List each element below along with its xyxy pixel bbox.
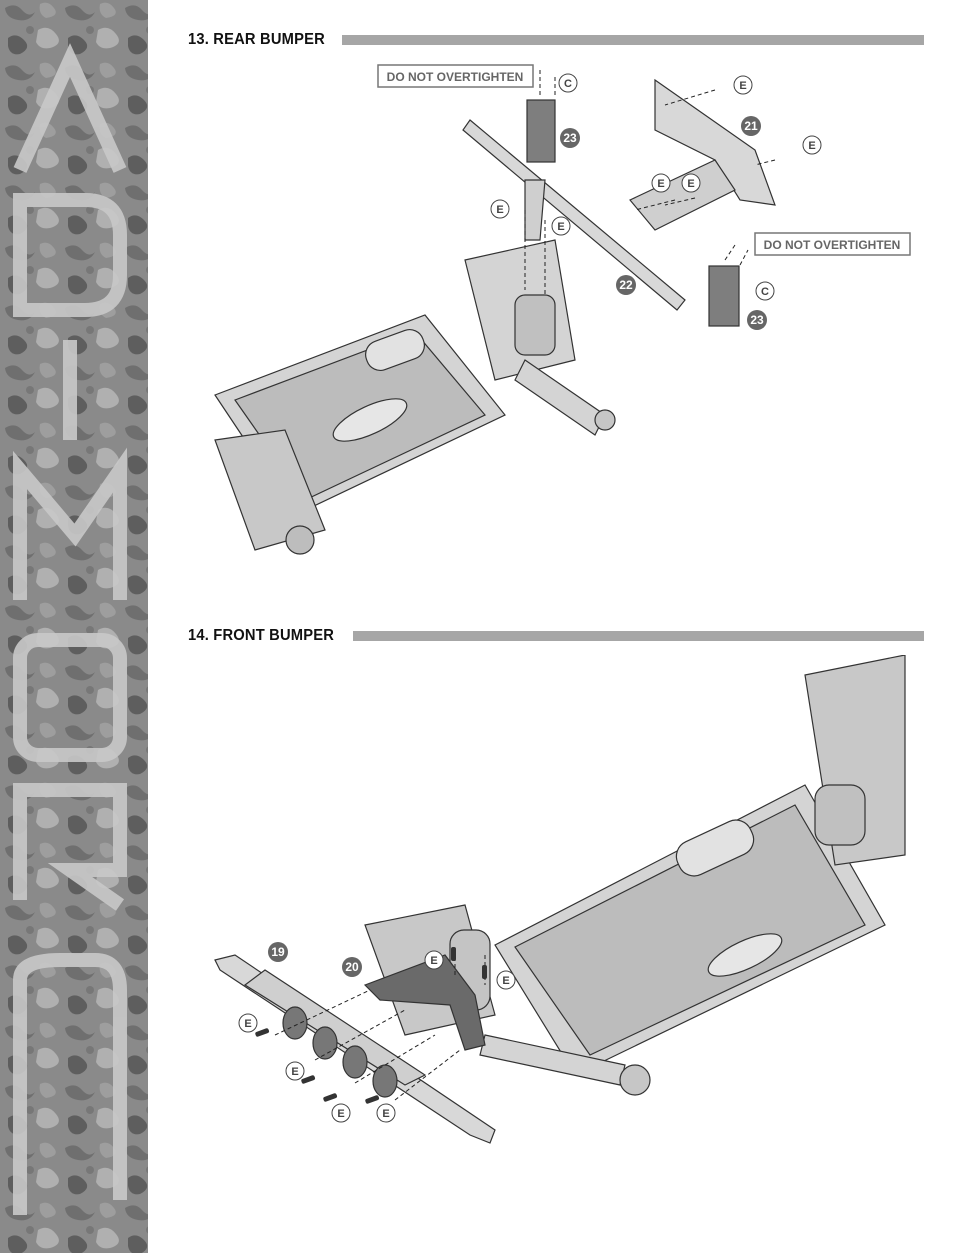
svg-text:E: E xyxy=(337,1108,344,1120)
hardware-badge-e-2: E xyxy=(802,135,822,155)
part-badge-20: 20 xyxy=(342,957,362,977)
svg-text:23: 23 xyxy=(750,313,764,327)
hardware-badge-e-4: E xyxy=(681,173,701,193)
part-badge-21: 21 xyxy=(741,116,761,136)
part-badge-22: 22 xyxy=(616,275,636,295)
svg-text:C: C xyxy=(564,78,572,90)
note-callout-upper: DO NOT OVERTIGHTEN xyxy=(377,64,534,88)
step-13-rule xyxy=(342,35,924,45)
hardware-badge-e-6: E xyxy=(551,216,571,236)
hardware-badge-e-3: E xyxy=(651,173,671,193)
svg-text:19: 19 xyxy=(271,945,285,959)
step-13-heading: 13. REAR BUMPER xyxy=(188,30,924,50)
svg-text:E: E xyxy=(687,178,694,190)
svg-text:C: C xyxy=(761,286,769,298)
part-badge-23-upper: 23 xyxy=(560,128,580,148)
hardware-badge-e-3: E xyxy=(238,1013,258,1033)
svg-text:E: E xyxy=(739,80,746,92)
step-14-title: 14. FRONT BUMPER xyxy=(188,627,335,644)
front-bumper-diagram: 19 20 E E E E E E xyxy=(214,655,906,1144)
svg-text:DO NOT OVERTIGHTEN: DO NOT OVERTIGHTEN xyxy=(764,238,901,252)
brand-sidebar xyxy=(0,0,148,1253)
hardware-badge-e-4: E xyxy=(285,1061,305,1081)
svg-text:23: 23 xyxy=(563,131,577,145)
svg-text:20: 20 xyxy=(345,960,359,974)
svg-text:E: E xyxy=(557,221,564,233)
svg-text:E: E xyxy=(382,1108,389,1120)
bumper-mount-part-20 xyxy=(363,954,486,1051)
step-14-heading: 14. FRONT BUMPER xyxy=(188,626,924,646)
svg-text:21: 21 xyxy=(744,119,758,133)
rear-bumper-part-21 xyxy=(654,78,776,206)
rear-bar-part-22 xyxy=(462,119,686,311)
svg-text:E: E xyxy=(502,975,509,987)
mud-guard-lower xyxy=(708,265,740,327)
step-13-title: 13. REAR BUMPER xyxy=(188,31,325,48)
rear-bumper-diagram: DO NOT OVERTIGHTEN DO NOT OVERTIGHTEN 21… xyxy=(214,64,911,555)
hardware-badge-c-upper: C xyxy=(558,73,578,93)
hardware-badge-e-1: E xyxy=(733,75,753,95)
svg-text:E: E xyxy=(244,1018,251,1030)
svg-text:E: E xyxy=(808,140,815,152)
svg-text:22: 22 xyxy=(619,278,633,292)
part-badge-23-lower: 23 xyxy=(747,310,767,330)
svg-text:E: E xyxy=(496,204,503,216)
svg-text:E: E xyxy=(657,178,664,190)
hardware-badge-e-5: E xyxy=(331,1103,351,1123)
hardware-badge-e-5: E xyxy=(490,199,510,219)
svg-text:E: E xyxy=(291,1066,298,1078)
svg-text:E: E xyxy=(430,955,437,967)
hardware-badge-c-lower: C xyxy=(755,281,775,301)
hardware-badge-e-1: E xyxy=(424,950,444,970)
hardware-badge-e-6: E xyxy=(376,1103,396,1123)
note-callout-lower: DO NOT OVERTIGHTEN xyxy=(754,232,911,256)
mud-guard-upper xyxy=(526,99,556,163)
svg-text:DO NOT OVERTIGHTEN: DO NOT OVERTIGHTEN xyxy=(387,70,524,84)
camo-pattern xyxy=(0,0,148,1253)
step-14-rule xyxy=(353,631,924,641)
part-badge-19: 19 xyxy=(268,942,288,962)
hardware-badge-e-2: E xyxy=(496,970,516,990)
